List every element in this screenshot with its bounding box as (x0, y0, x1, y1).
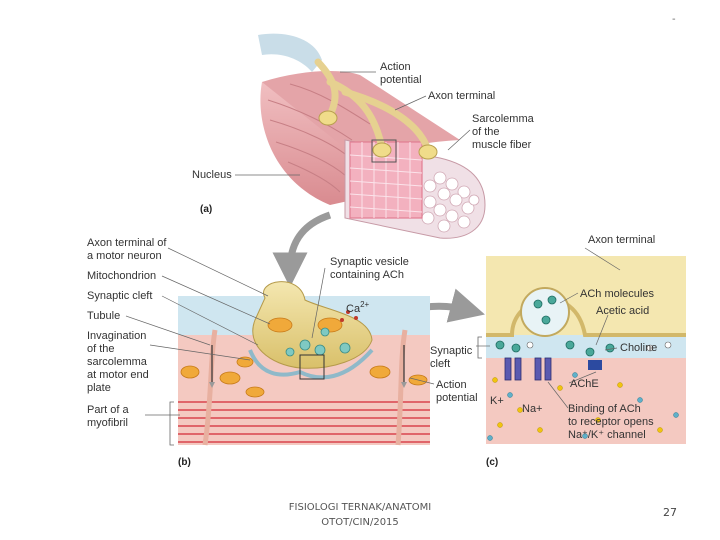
svg-text:potential: potential (436, 392, 478, 404)
footer-line-1: FISIOLOGI TERNAK/ANATOMI (288, 502, 432, 513)
svg-text:cleft: cleft (430, 358, 450, 370)
zoom-box-b (299, 354, 325, 380)
label-ach-molecules: ACh molecules (580, 288, 654, 300)
panel-a-illustration (235, 33, 486, 239)
svg-text:Na⁺/K⁺ channel: Na⁺/K⁺ channel (568, 429, 646, 441)
label-synaptic-cleft-b: Synaptic cleft (87, 290, 152, 302)
zoom-box-a (371, 139, 397, 163)
label-binding-ach: Binding of ACh (568, 403, 641, 415)
label-synaptic-cleft-c: Synaptic (430, 345, 473, 357)
svg-text:to receptor opens: to receptor opens (568, 416, 654, 428)
panel-c-illustration (476, 247, 686, 444)
svg-text:muscle fiber: muscle fiber (472, 139, 532, 151)
label-action-potential-b: Action (436, 379, 467, 391)
svg-text:containing ACh: containing ACh (330, 269, 404, 281)
svg-text:of the: of the (87, 343, 115, 355)
label-mitochondrion: Mitochondrion (87, 270, 156, 282)
nerve-fiber (258, 33, 322, 72)
page-number: 27 (663, 506, 677, 519)
synaptic-vesicle-c (520, 287, 570, 337)
label-acetic-acid: Acetic acid (596, 305, 649, 317)
svg-text:of the: of the (472, 126, 500, 138)
corner-mark: - (672, 14, 676, 25)
label-na-ion: Na+ (522, 403, 543, 415)
label-axon-terminal-c: Axon terminal (588, 234, 655, 246)
ache-enzyme (588, 360, 602, 370)
footer-line-2: OTOT/CIN/2015 (321, 517, 399, 528)
svg-text:potential: potential (380, 74, 422, 86)
label-nucleus: Nucleus (192, 169, 232, 181)
label-myofibril: Part of a (87, 404, 129, 416)
label-synaptic-vesicle: Synaptic vesicle (330, 256, 409, 268)
label-sarcolemma: Sarcolemma (472, 113, 535, 125)
label-choline: Choline (620, 342, 657, 354)
panel-a-label: (a) (200, 204, 212, 215)
label-k-ion: K+ (490, 395, 504, 407)
panel-c-label: (c) (486, 457, 498, 468)
label-ache: AChE (570, 378, 599, 390)
zoom-arrow-a-to-b (272, 211, 332, 288)
label-invagination: Invagination (87, 330, 146, 342)
labels: Action potential Axon terminal Sarcolemm… (87, 61, 657, 468)
svg-text:sarcolemma: sarcolemma (87, 356, 148, 368)
svg-text:a motor neuron: a motor neuron (87, 250, 162, 262)
label-tubule: Tubule (87, 310, 120, 322)
panel-b-label: (b) (178, 457, 191, 468)
label-calcium: Ca2+ (346, 300, 370, 315)
svg-text:myofibril: myofibril (87, 417, 128, 429)
svg-text:at motor end: at motor end (87, 369, 149, 381)
label-action-potential-top: Action (380, 61, 411, 73)
label-axon-terminal-top: Axon terminal (428, 90, 495, 102)
slide-footer: FISIOLOGI TERNAK/ANATOMI OTOT/CIN/2015 (240, 500, 480, 530)
panel-b-illustration (125, 247, 435, 446)
svg-text:plate: plate (87, 382, 111, 394)
label-axon-motor-neuron: Axon terminal of (87, 237, 167, 249)
